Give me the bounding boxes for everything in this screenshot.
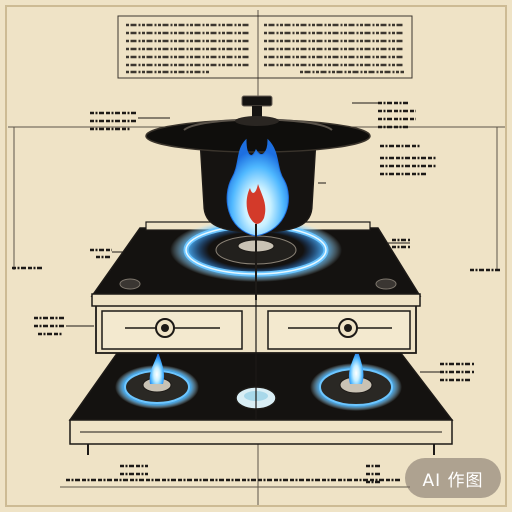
ai-watermark-badge: AI 作图 [405, 458, 501, 498]
annotation-scribbles [12, 101, 500, 484]
watermark-text: AI 作图 [422, 470, 484, 491]
stove-lower-body [68, 348, 454, 455]
header-notes [117, 15, 413, 79]
large-flame [226, 138, 289, 300]
